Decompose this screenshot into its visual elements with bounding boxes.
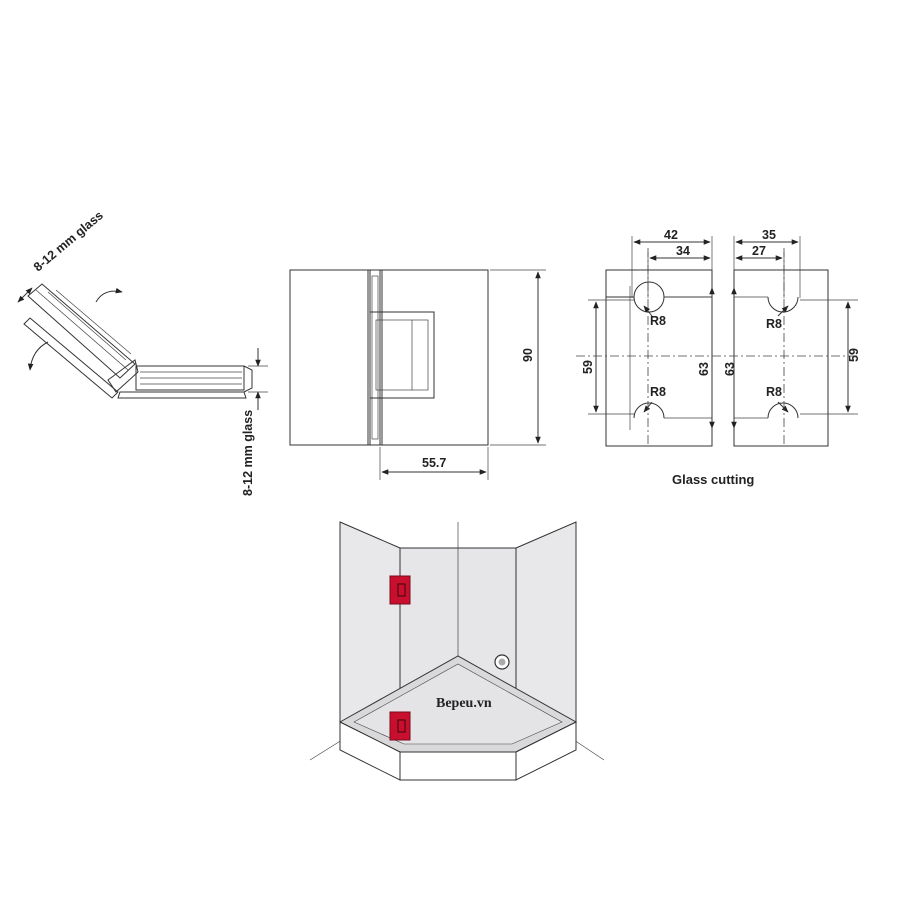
glass-cutting-caption: Glass cutting [672,472,754,487]
height-label: 90 [521,348,535,362]
right-glass-panel: 35 27 R8 R8 63 59 [723,228,861,447]
right-top-inner-label: 27 [752,244,766,258]
left-top-outer-label: 42 [664,228,678,242]
right-top-outer-label: 35 [762,228,776,242]
rotate-arrow-up-icon [95,287,123,303]
left-radius-top-label: R8 [650,314,666,328]
right-height-inner-label: 63 [723,362,737,376]
hinge-bottom-icon [389,711,411,741]
left-top-inner-label: 34 [676,244,690,258]
rotate-arrow-down-icon [27,341,49,371]
left-radius-bottom-label: R8 [650,385,666,399]
hinge-top-icon [389,575,411,605]
glass-label-top: 8-12 mm glass [31,208,106,274]
hinge-pivot-block [369,311,435,399]
front-view: 90 55.7 [289,269,546,480]
hinge-right-plate [379,269,489,446]
left-glass-panel: 42 34 R8 R8 59 63 [581,228,715,447]
right-radius-top-label: R8 [766,317,782,331]
left-height-inner-label: 63 [697,362,711,376]
glass-cutting: 42 34 R8 R8 59 63 [576,228,861,487]
glass-dim-arrow-top [17,287,33,303]
watermark: Bepeu.vn [436,696,492,711]
side-view: 8-12 mm glass 8-12 mm glass [17,208,268,496]
left-height-outer-label: 59 [581,360,595,374]
shower-illustration: Bepeu.vn [309,521,605,781]
flat-glass-hinge [117,365,253,399]
right-height-outer-label: 59 [847,348,861,362]
glass-label-side: 8-12 mm glass [241,410,255,496]
right-radius-bottom-label: R8 [766,385,782,399]
width-label: 55.7 [422,456,446,470]
hinge-left-plate [289,269,371,446]
angled-glass-hinge [23,283,139,399]
